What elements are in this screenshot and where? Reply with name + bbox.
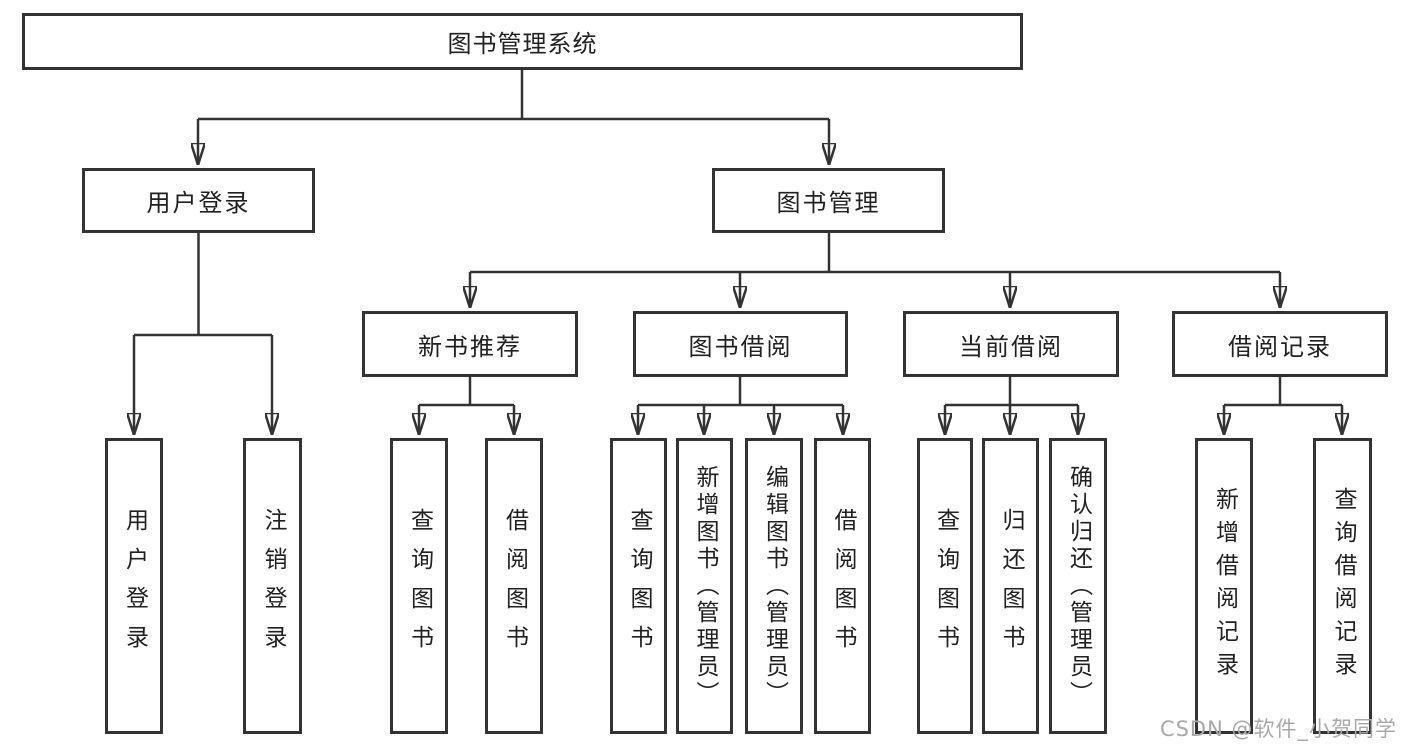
leaf-borrowing-edit-books-admin: 编辑图书（管理员）: [745, 438, 803, 734]
node-user-login: 用户登录: [82, 168, 315, 233]
node-book-management: 图书管理: [712, 168, 945, 233]
leaf-current-return-books-label: 归还图书: [998, 508, 1024, 664]
leaf-recommend-borrow-books: 借阅图书: [485, 438, 543, 734]
leaf-recommend-query-books-label: 查询图书: [406, 508, 433, 664]
leaf-records-add-record: 新增借阅记录: [1195, 438, 1253, 734]
leaf-records-add-record-label: 新增借阅记录: [1211, 487, 1238, 685]
leaf-current-confirm-return-admin: 确认归还（管理员）: [1049, 438, 1107, 734]
leaf-borrowing-query-books-label: 查询图书: [626, 508, 652, 664]
leaf-logout-label: 注销登录: [260, 508, 286, 664]
leaf-recommend-borrow-books-label: 借阅图书: [501, 508, 528, 664]
connector-trunks: [134, 70, 1342, 407]
node-library-system: 图书管理系统: [22, 13, 1023, 70]
leaf-current-query-books-label: 查询图书: [932, 508, 959, 664]
leaf-current-query-books: 查询图书: [917, 438, 973, 734]
node-current-borrowing: 当前借阅: [903, 311, 1119, 377]
leaf-borrowing-add-books-admin-label: 新增图书（管理员）: [692, 464, 718, 708]
leaf-logout: 注销登录: [243, 438, 302, 734]
leaf-user-login-label: 用户登录: [121, 508, 148, 664]
leaf-borrowing-borrow-books-label: 借阅图书: [830, 508, 856, 664]
leaf-borrowing-query-books: 查询图书: [610, 438, 667, 734]
node-borrowing-records: 借阅记录: [1172, 311, 1388, 377]
leaf-borrowing-add-books-admin: 新增图书（管理员）: [676, 438, 733, 734]
leaf-records-query-record: 查询借阅记录: [1313, 438, 1372, 734]
leaf-records-query-record-label: 查询借阅记录: [1330, 487, 1356, 685]
node-new-book-recommend: 新书推荐: [362, 311, 578, 377]
leaf-recommend-query-books: 查询图书: [390, 438, 448, 734]
csdn-watermark: CSDN @软件_小贺同学: [1159, 717, 1397, 741]
leaf-borrowing-edit-books-admin-label: 编辑图书（管理员）: [761, 464, 788, 708]
node-book-borrowing: 图书借阅: [633, 311, 848, 377]
leaf-current-confirm-return-admin-label: 确认归还（管理员）: [1065, 464, 1092, 708]
leaf-borrowing-borrow-books: 借阅图书: [814, 438, 871, 734]
leaf-user-login: 用户登录: [105, 438, 163, 734]
leaf-current-return-books: 归还图书: [982, 438, 1039, 734]
